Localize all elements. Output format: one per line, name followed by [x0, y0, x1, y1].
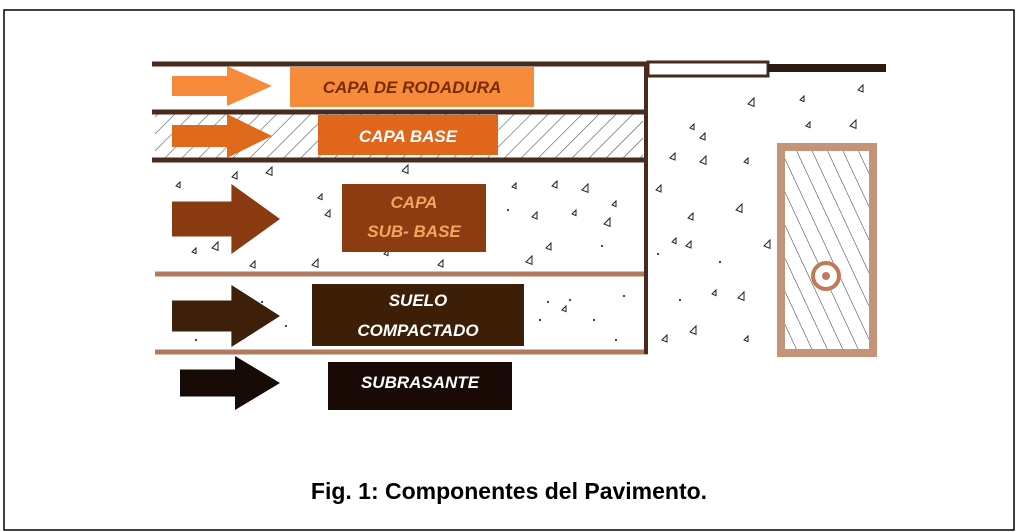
aggregate-mark	[561, 304, 567, 313]
aggregate-mark	[671, 236, 677, 245]
arrow-rodadura-icon	[172, 66, 272, 106]
aggregate-mark	[699, 154, 707, 166]
label-text-base-0: CAPA BASE	[359, 127, 458, 146]
aggregate-dot	[538, 318, 542, 322]
aggregate-mark	[611, 199, 617, 208]
aggregate-dot	[506, 208, 510, 212]
aggregate-mark	[265, 165, 273, 177]
aggregate-mark	[857, 83, 864, 93]
aggregate-mark	[531, 210, 538, 220]
aggregate-mark	[747, 96, 755, 108]
figure-caption: Fig. 1: Componentes del Pavimento.	[310, 478, 708, 504]
drain-pipe-inner-icon	[822, 272, 830, 280]
arrow-base-icon	[172, 114, 272, 158]
aggregate-dot	[718, 260, 722, 264]
aggregate-dot	[614, 338, 618, 342]
aggregate-mark	[525, 254, 533, 266]
aggregate-mark	[324, 208, 331, 218]
aggregate-mark	[849, 118, 857, 130]
aggregate-dot	[592, 318, 596, 322]
aggregate-dot	[546, 300, 550, 304]
aggregate-mark	[603, 216, 611, 228]
aggregate-texture	[175, 83, 864, 343]
aggregate-dot	[260, 300, 264, 304]
aggregate-mark	[763, 238, 771, 250]
aggregate-mark	[545, 241, 552, 251]
layer-labels: CAPA DE RODADURA CAPA BASE CAPA SUB- BASE SU…	[290, 67, 534, 410]
label-text-rodadura-0: CAPA DE RODADURA	[323, 78, 502, 97]
arrow-suelo-icon	[172, 285, 280, 347]
aggregate-mark	[743, 156, 749, 165]
label-text-suelo-0: SUELO	[389, 291, 448, 310]
label-box-subrasante	[328, 362, 512, 410]
aggregate-dot	[600, 244, 604, 248]
aggregate-mark	[655, 183, 662, 193]
aggregate-mark	[689, 324, 697, 336]
aggregate-mark	[689, 122, 695, 131]
aggregate-mark	[685, 239, 692, 249]
aggregate-mark	[437, 258, 444, 268]
aggregate-mark	[571, 208, 577, 217]
label-text-subrasante-0: SUBRASANTE	[361, 373, 480, 392]
aggregate-mark	[581, 182, 589, 194]
arrow-subbase-icon	[172, 184, 280, 254]
aggregate-dot	[568, 298, 572, 302]
label-text-suelo-1: COMPACTADO	[357, 321, 478, 340]
drain-frame	[777, 143, 877, 357]
aggregate-mark	[699, 131, 706, 141]
aggregate-dot	[656, 252, 660, 256]
figure-border	[3, 9, 1015, 531]
aggregate-mark	[175, 180, 181, 189]
aggregate-mark	[551, 179, 558, 189]
aggregate-mark	[737, 290, 745, 302]
aggregate-mark	[711, 288, 717, 297]
aggregate-mark	[311, 257, 319, 269]
arrow-subrasante-icon	[180, 356, 280, 410]
aggregate-dot	[284, 324, 288, 328]
aggregate-mark	[191, 246, 197, 255]
aggregate-mark	[511, 181, 517, 190]
aggregate-mark	[743, 334, 749, 343]
aggregate-mark	[211, 240, 219, 252]
aggregate-mark	[401, 163, 409, 175]
aggregate-mark	[249, 259, 256, 269]
curb-cap	[646, 60, 770, 78]
aggregate-dot	[622, 294, 626, 298]
aggregate-mark	[669, 151, 676, 161]
label-box-suelo	[312, 284, 524, 346]
label-box-subbase	[342, 184, 486, 252]
aggregate-dot	[194, 338, 198, 342]
aggregate-mark	[805, 120, 811, 129]
label-text-subbase-1: SUB- BASE	[367, 222, 461, 241]
label-box-base	[318, 115, 498, 155]
aggregate-mark	[735, 202, 743, 214]
aggregate-mark	[317, 192, 323, 201]
label-text-subbase-0: CAPA	[391, 193, 438, 212]
aggregate-dot	[678, 298, 682, 302]
label-box-rodadura	[290, 67, 534, 107]
aggregate-mark	[231, 170, 238, 180]
aggregate-mark	[799, 94, 805, 103]
aggregate-mark	[661, 333, 668, 343]
layer-arrows	[172, 66, 280, 410]
aggregate-mark	[687, 211, 694, 221]
